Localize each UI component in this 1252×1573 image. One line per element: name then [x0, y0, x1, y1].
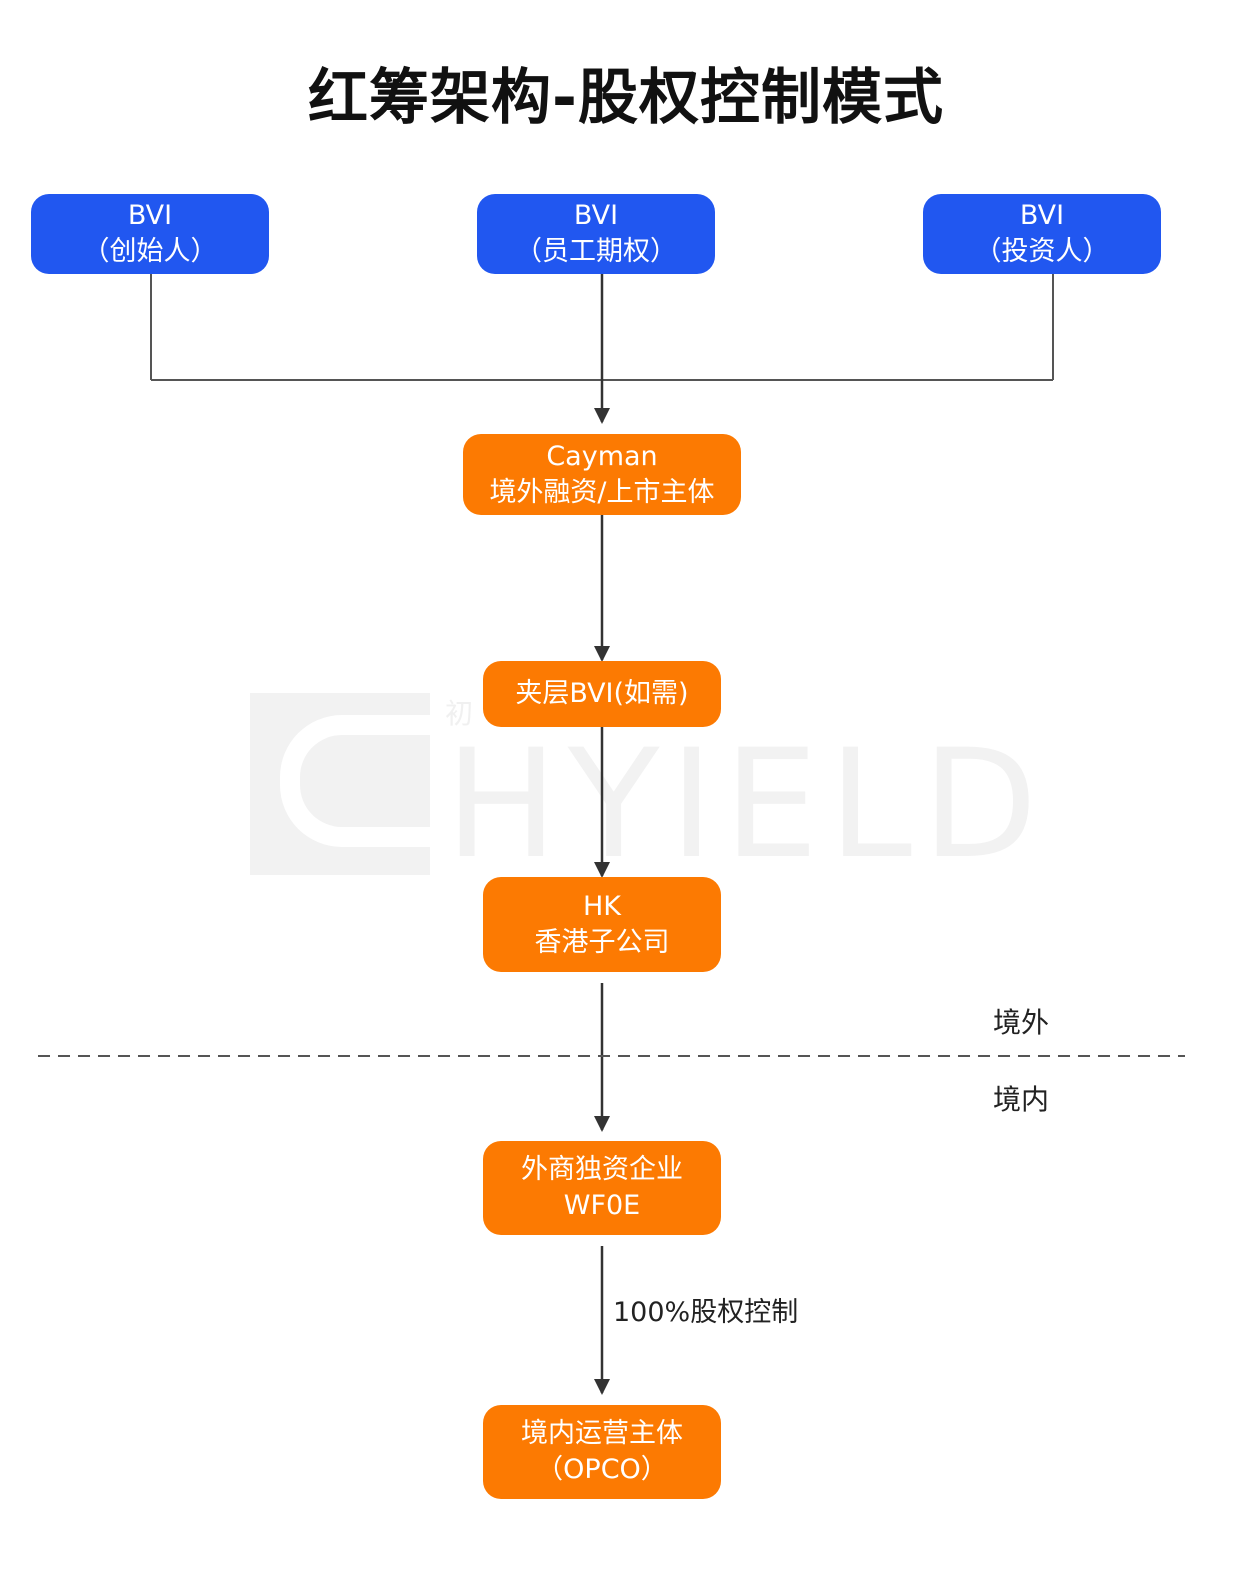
- node-bvi-esop[interactable]: BVI （员工期权）: [477, 194, 715, 274]
- node-hk-line2: 香港子公司: [534, 926, 670, 958]
- node-cayman-line1: Cayman: [546, 440, 658, 472]
- edge-label-equity-control: 100%股权控制: [613, 1297, 799, 1328]
- node-cayman[interactable]: Cayman 境外融资/上市主体: [463, 434, 741, 515]
- node-bvi-investor-line1: BVI: [1019, 200, 1065, 231]
- node-bvi-founder-line2: （创始人）: [82, 236, 218, 267]
- node-bvi-founder-line1: BVI: [127, 200, 173, 231]
- node-bvi-founder[interactable]: BVI （创始人）: [31, 194, 269, 274]
- node-opco[interactable]: 境内运营主体 （OPCO）: [483, 1405, 721, 1499]
- node-wfoe-line1: 外商独资企业: [521, 1154, 683, 1185]
- page-title: 红筹架构-股权控制模式: [308, 63, 944, 133]
- node-bvi-esop-line1: BVI: [573, 200, 619, 231]
- node-opco-line1: 境内运营主体: [521, 1418, 683, 1449]
- node-intermediate-bvi-line1: 夹层BVI(如需): [515, 678, 689, 709]
- node-wfoe[interactable]: 外商独资企业 WF0E: [483, 1141, 721, 1235]
- node-bvi-esop-line2: （员工期权）: [515, 236, 677, 267]
- node-intermediate-bvi[interactable]: 夹层BVI(如需): [483, 661, 721, 727]
- node-hk[interactable]: HK 香港子公司: [483, 877, 721, 972]
- node-bvi-investor-line2: （投资人）: [974, 236, 1110, 267]
- region-label-onshore: 境内: [993, 1083, 1050, 1116]
- node-hk-line1: HK: [582, 890, 621, 922]
- node-wfoe-line2: WF0E: [563, 1190, 641, 1221]
- node-opco-line2: （OPCO）: [536, 1454, 668, 1485]
- node-cayman-line2: 境外融资/上市主体: [489, 476, 715, 508]
- region-label-offshore: 境外: [993, 1006, 1050, 1039]
- node-bvi-investor[interactable]: BVI （投资人）: [923, 194, 1161, 274]
